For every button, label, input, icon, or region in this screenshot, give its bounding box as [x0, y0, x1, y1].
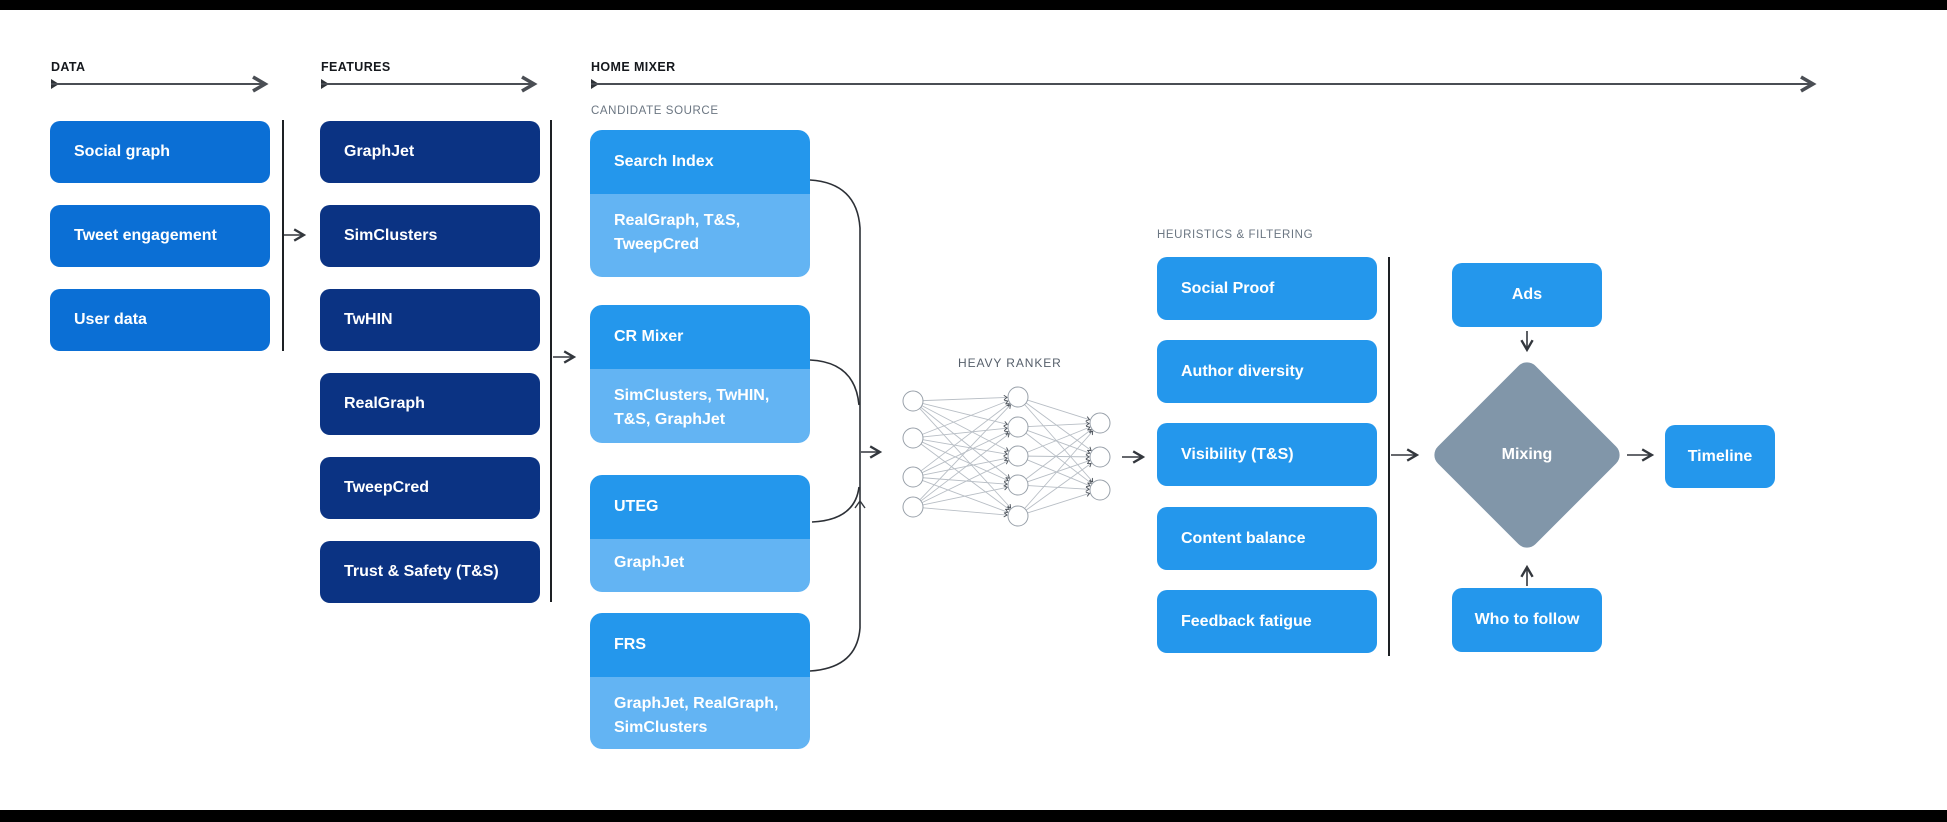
neuron-node — [1007, 474, 1029, 496]
node-label: TweepCred — [344, 479, 430, 496]
candidate-frs: FRS GraphJet, RealGraph, SimClusters — [590, 613, 810, 749]
node-label: Author diversity — [1181, 362, 1304, 380]
node-label: Social Proof — [1181, 279, 1275, 297]
neuron-node — [902, 466, 924, 488]
header-arrow-home-mixer — [591, 75, 1817, 93]
node-trust-safety: Trust & Safety (T&S) — [320, 541, 540, 603]
candidate-source-label: CANDIDATE SOURCE — [591, 105, 719, 117]
neuron-node — [1007, 386, 1029, 408]
node-label: Social graph — [74, 143, 171, 160]
node-graphjet: GraphJet — [320, 121, 540, 183]
neuron-node — [1007, 505, 1029, 527]
node-label: RealGraph — [344, 395, 425, 412]
neuron-node — [902, 427, 924, 449]
neuron-node — [902, 390, 924, 412]
column-header-home-mixer: HOME MIXER — [591, 60, 676, 74]
node-twhin: TwHIN — [320, 289, 540, 351]
node-who-to-follow: Who to follow — [1452, 588, 1602, 652]
candidate-title: UTEG — [590, 475, 810, 539]
column-header-data: DATA — [51, 60, 86, 74]
candidate-sources: GraphJet, RealGraph, SimClusters — [590, 677, 810, 749]
node-label: Content balance — [1181, 529, 1306, 547]
header-arrow-data — [51, 75, 269, 93]
node-label: Trust & Safety (T&S) — [344, 563, 499, 580]
candidate-collector — [809, 179, 866, 672]
node-label: TwHIN — [344, 311, 393, 328]
candidate-uteg: UTEG GraphJet — [590, 475, 810, 592]
heavy-ranker-network — [902, 386, 1111, 527]
node-timeline: Timeline — [1665, 425, 1775, 488]
neuron-node — [1007, 445, 1029, 467]
heavy-ranker-label: HEAVY RANKER — [958, 356, 1062, 370]
column-header-features: FEATURES — [321, 60, 391, 74]
node-label: Tweet engagement — [74, 227, 217, 244]
node-ads: Ads — [1452, 263, 1602, 327]
node-label: User data — [74, 311, 147, 328]
letterbox-top — [0, 0, 1947, 10]
neuron-node — [1089, 446, 1111, 468]
heuristics-filtering-label: HEURISTICS & FILTERING — [1157, 229, 1314, 241]
candidate-cr-mixer: CR Mixer SimClusters, TwHIN, T&S, GraphJ… — [590, 305, 810, 443]
node-author-diversity: Author diversity — [1157, 340, 1377, 403]
node-realgraph: RealGraph — [320, 373, 540, 435]
neuron-node — [902, 496, 924, 518]
node-tweepcred: TweepCred — [320, 457, 540, 519]
node-feedback-fatigue: Feedback fatigue — [1157, 590, 1377, 653]
candidate-title: FRS — [590, 613, 810, 677]
node-visibility: Visibility (T&S) — [1157, 423, 1377, 486]
neuron-node — [1007, 416, 1029, 438]
node-label: GraphJet — [344, 143, 415, 160]
node-label: SimClusters — [344, 227, 438, 244]
header-arrow-features — [321, 75, 538, 93]
node-content-balance: Content balance — [1157, 507, 1377, 570]
candidate-sources: SimClusters, TwHIN, T&S, GraphJet — [590, 369, 810, 443]
node-tweet-engagement: Tweet engagement — [50, 205, 270, 267]
letterbox-bottom — [0, 810, 1947, 822]
candidate-title: CR Mixer — [590, 305, 810, 369]
candidate-sources: GraphJet — [590, 539, 810, 592]
candidate-title: Search Index — [590, 130, 810, 194]
node-simclusters: SimClusters — [320, 205, 540, 267]
node-user-data: User data — [50, 289, 270, 351]
node-label: Who to follow — [1474, 611, 1580, 628]
neuron-node — [1089, 479, 1111, 501]
candidate-search-index: Search Index RealGraph, T&S, TweepCred — [590, 130, 810, 277]
node-social-proof: Social Proof — [1157, 257, 1377, 320]
node-social-graph: Social graph — [50, 121, 270, 183]
candidate-sources: RealGraph, T&S, TweepCred — [590, 194, 810, 277]
neuron-node — [1089, 412, 1111, 434]
node-label: Visibility (T&S) — [1181, 445, 1294, 463]
node-label: Timeline — [1687, 447, 1753, 465]
node-label: Ads — [1511, 286, 1543, 303]
mixing-label: Mixing — [1501, 446, 1553, 463]
node-label: Feedback fatigue — [1181, 612, 1312, 630]
